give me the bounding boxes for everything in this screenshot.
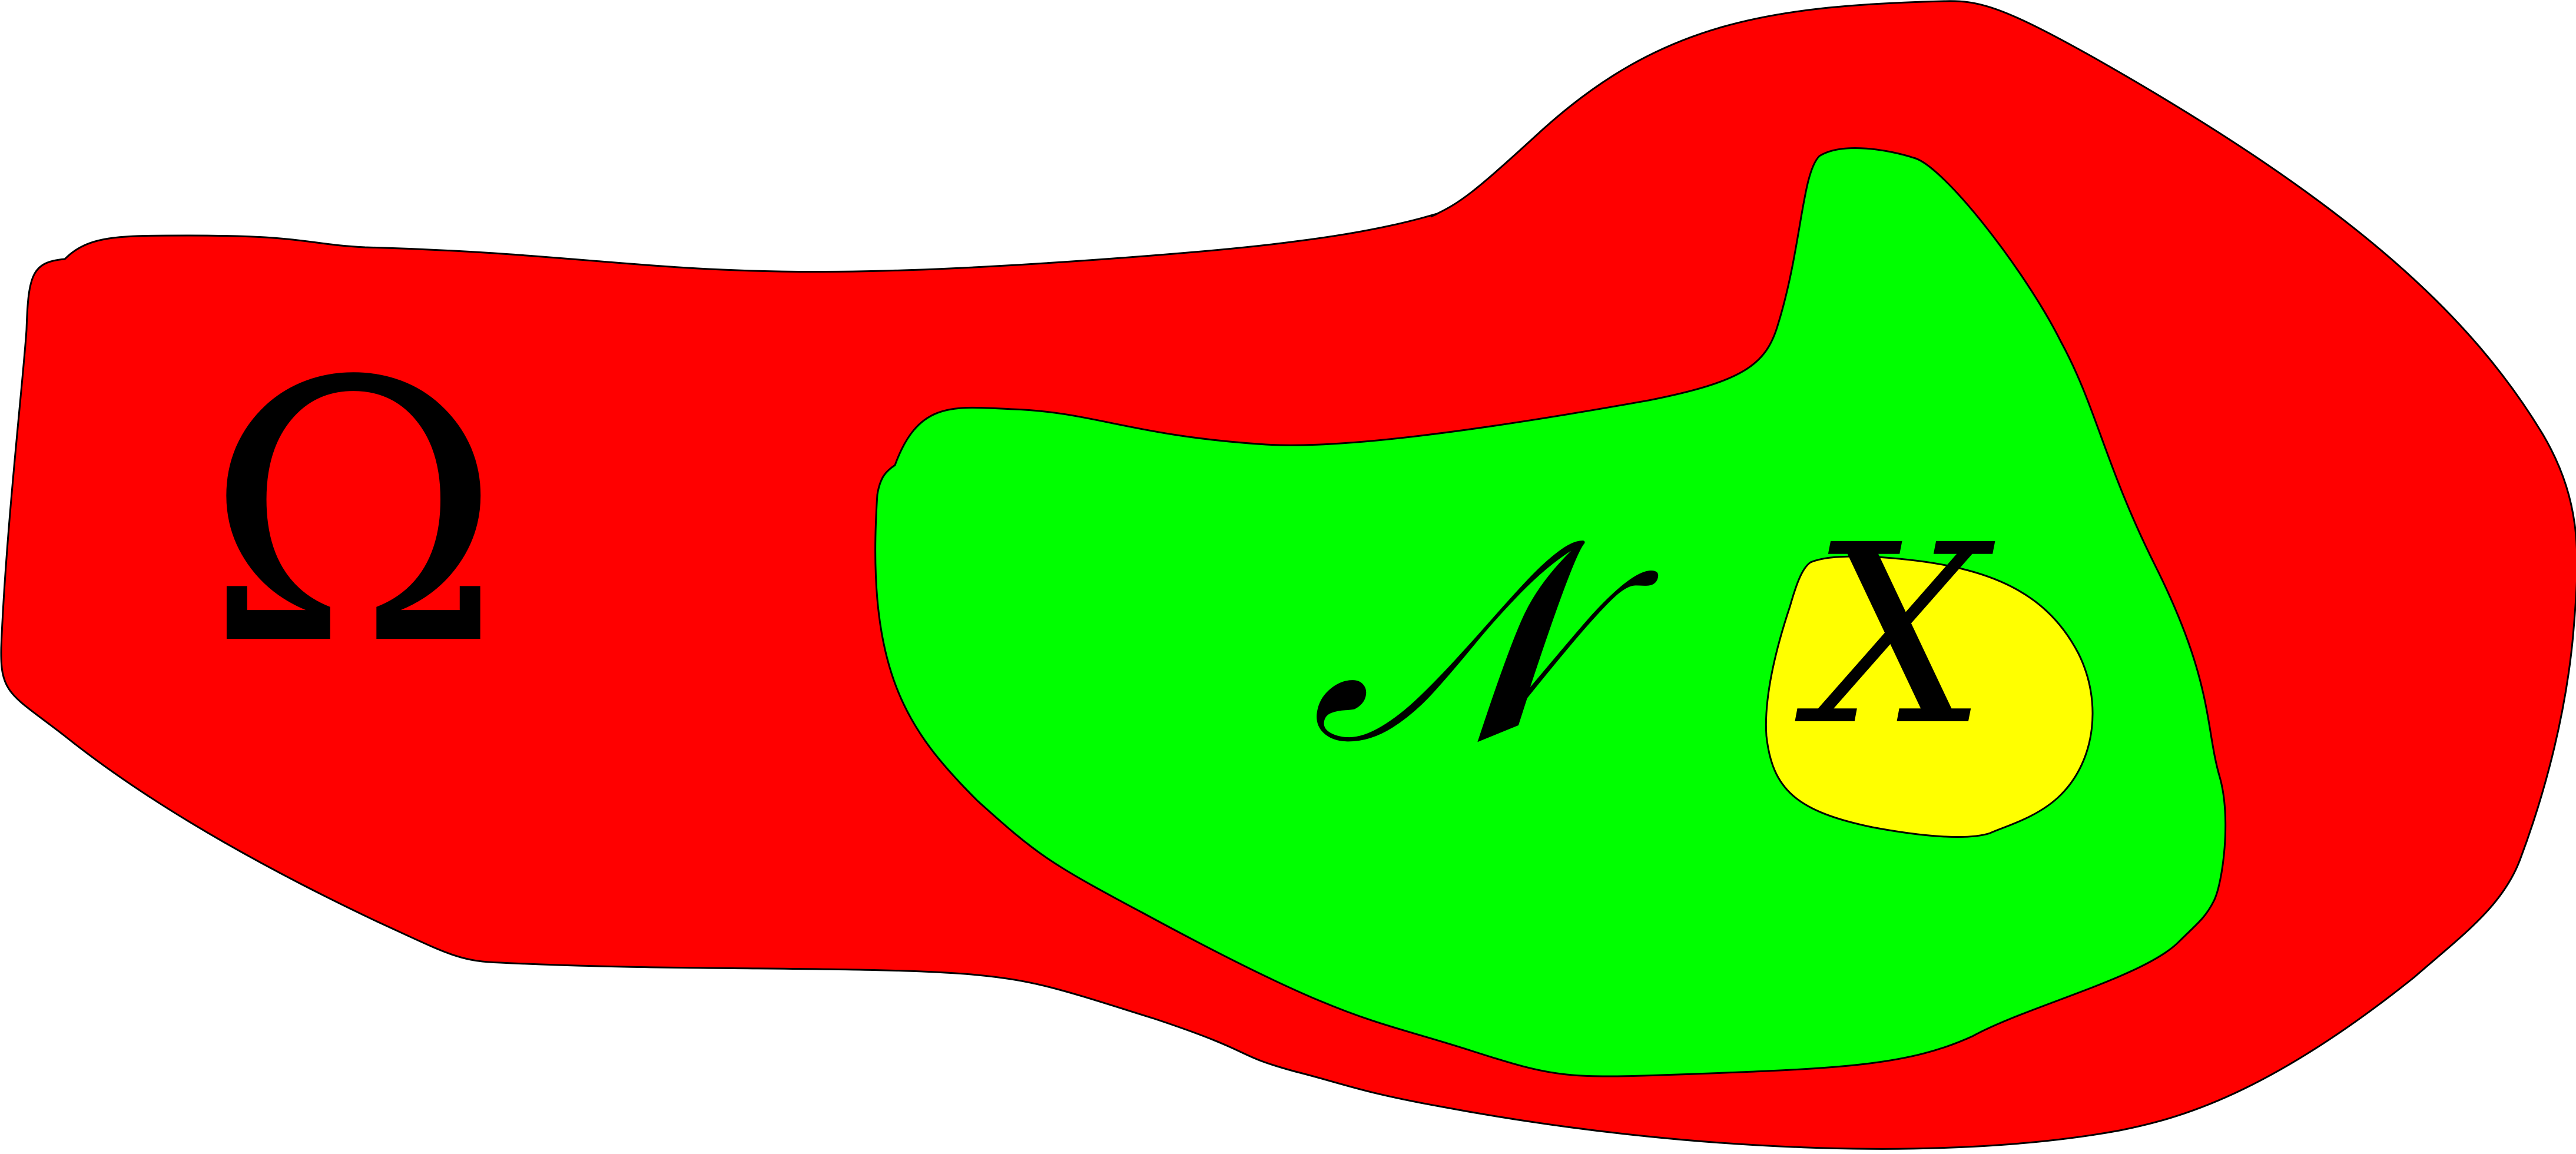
x-region: [1765, 555, 2094, 838]
x-label: X: [1792, 492, 1997, 780]
omega-label: Ω: [204, 306, 502, 724]
n-region: [874, 147, 2227, 1077]
